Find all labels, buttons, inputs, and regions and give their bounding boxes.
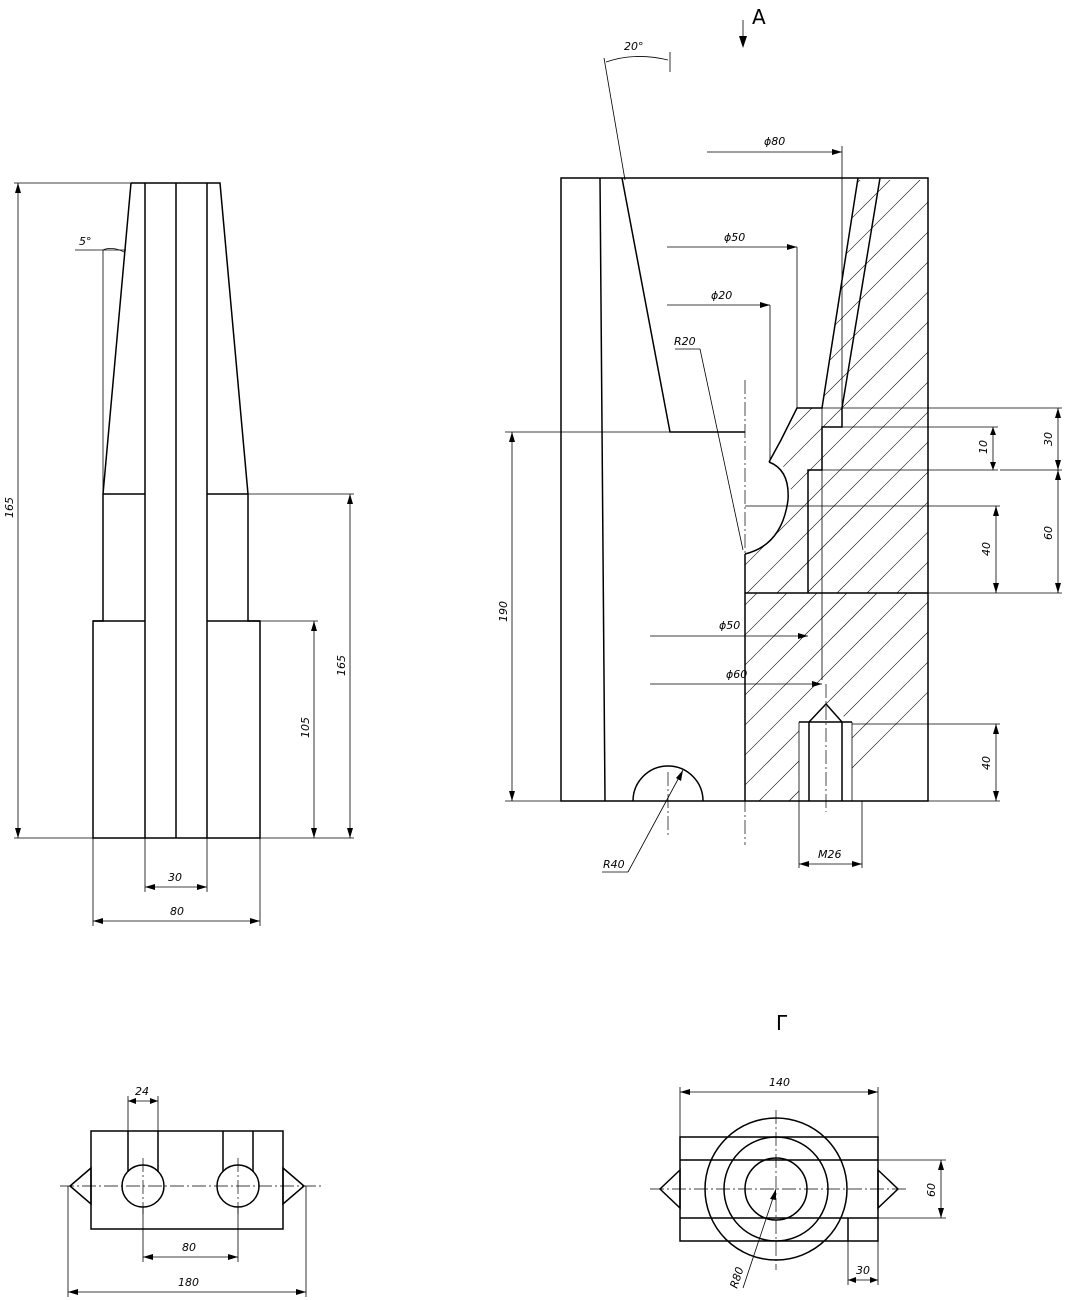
dim-height-40-mid: 40 [980, 542, 993, 556]
front-section-view: 20° ϕ80 ϕ50 ϕ20 R20 [497, 5, 1062, 873]
section-hatch-upper [745, 180, 928, 593]
view-label-g: Г [776, 1011, 788, 1035]
dim-width-30: 30 [168, 871, 182, 884]
side-dimensions: 5° 165 165 105 [3, 182, 354, 926]
dim-height-165-total: 165 [3, 497, 16, 518]
view-g: Г 140 60 [650, 1011, 946, 1290]
dim-radius-40: R40 [603, 858, 625, 871]
dim-width-180: 180 [178, 1276, 199, 1289]
dim-height-165: 165 [335, 655, 348, 676]
dim-width-140: 140 [769, 1076, 790, 1089]
dim-height-60-plan: 60 [925, 1183, 938, 1197]
front-dimensions: 20° ϕ80 ϕ50 ϕ20 R20 [497, 40, 1062, 873]
dim-height-10: 10 [977, 440, 990, 454]
dim-height-60: 60 [1042, 526, 1055, 540]
dim-dia-60: ϕ60 [726, 668, 747, 681]
dim-height-190: 190 [497, 601, 510, 622]
dim-height-30: 30 [1042, 432, 1055, 446]
dim-width-80: 80 [170, 905, 184, 918]
dim-radius-80: R80 [727, 1265, 746, 1290]
dim-height-40-bottom: 40 [980, 756, 993, 770]
side-view: 5° 165 165 105 [3, 182, 354, 926]
top-dimensions: 24 80 180 [67, 1085, 307, 1297]
dim-dia-80: ϕ80 [764, 135, 785, 148]
dim-dia-50-top: ϕ50 [724, 231, 745, 244]
dim-dia-20: ϕ20 [711, 289, 732, 302]
dim-width-24: 24 [135, 1085, 149, 1098]
dim-thread-m26: M26 [818, 848, 842, 861]
dim-angle-5: 5° [79, 235, 92, 248]
view-g-dimensions: 140 60 R80 30 [679, 1076, 946, 1290]
dim-height-105: 105 [299, 717, 312, 738]
dim-angle-20: 20° [624, 40, 644, 53]
section-hatch-lower [745, 593, 928, 801]
dim-dia-50-bottom: ϕ50 [719, 619, 740, 632]
dim-radius-20: R20 [674, 335, 696, 348]
dim-width-80-holes: 80 [182, 1241, 196, 1254]
view-label-a: А [752, 5, 766, 29]
top-view: 24 80 180 [60, 1085, 322, 1297]
dim-width-30-plan: 30 [856, 1264, 870, 1277]
